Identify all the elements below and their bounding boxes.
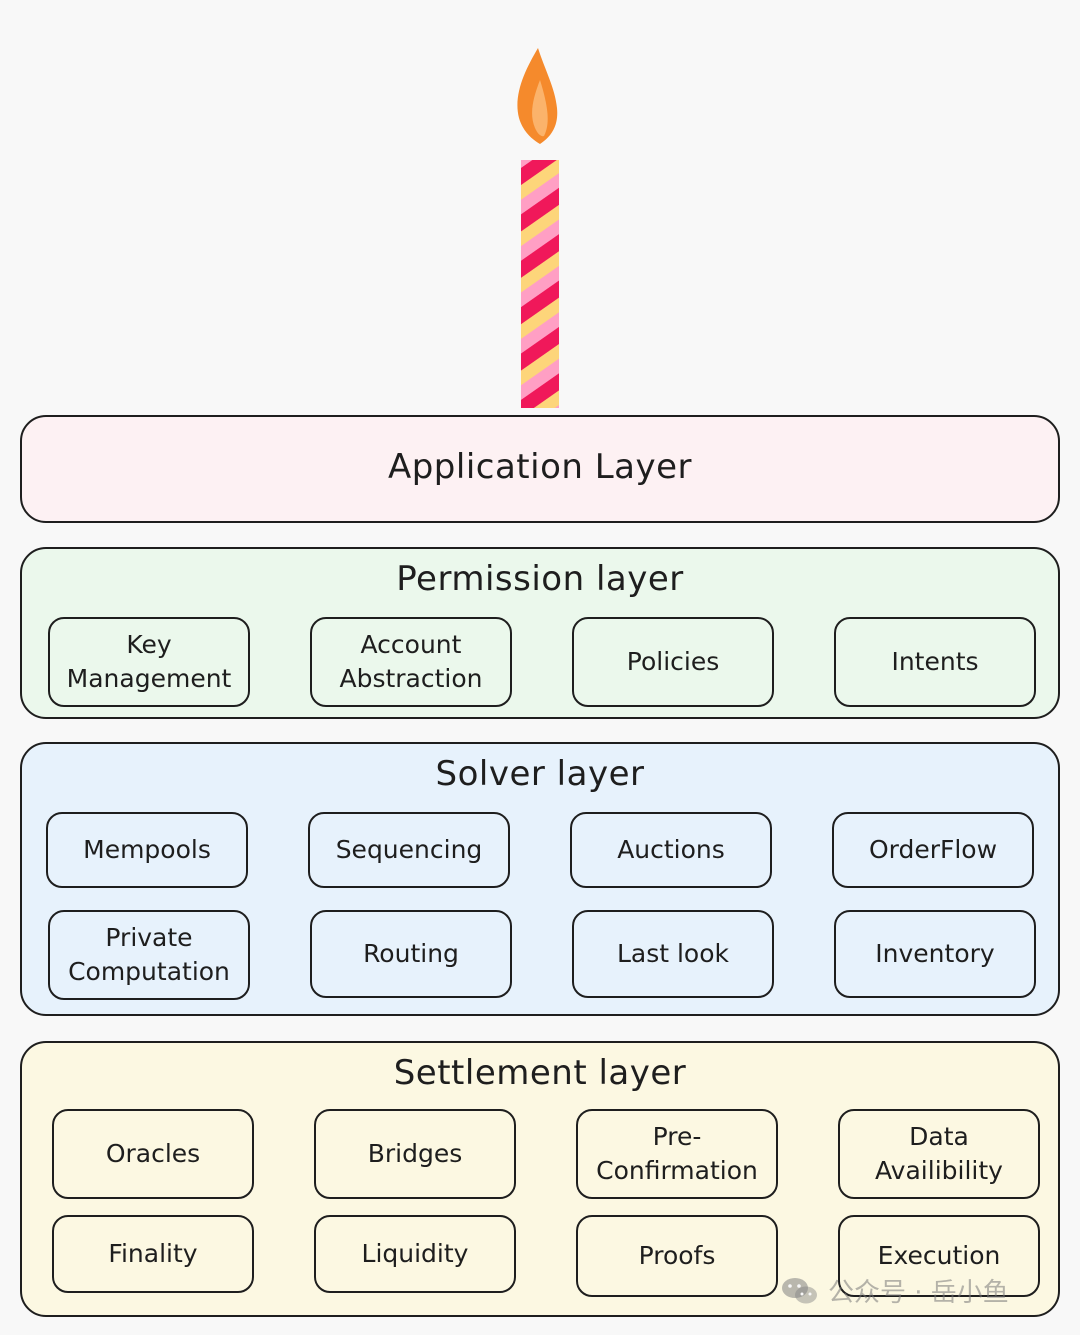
- bridges-box: Bridges: [314, 1109, 516, 1199]
- auctions-box: Auctions: [570, 812, 772, 888]
- permission-layer: Permission layer Key Management Account …: [20, 547, 1060, 719]
- application-layer-title: Application Layer: [387, 447, 693, 487]
- inventory-box: Inventory: [834, 910, 1036, 998]
- proofs-box: Proofs: [576, 1215, 778, 1297]
- execution-box: Execution: [838, 1215, 1040, 1297]
- liquidity-box: Liquidity: [314, 1215, 516, 1293]
- mempools-box: Mempools: [46, 812, 248, 888]
- data-availability-box: Data Availibility: [838, 1109, 1040, 1199]
- last-look-box: Last look: [572, 910, 774, 998]
- settlement-layer: Settlement layer Oracles Bridges Pre- Co…: [20, 1041, 1060, 1317]
- birthday-candle-icon: [517, 48, 559, 408]
- watermark-text: 公众号 · 岳小鱼: [828, 1278, 1009, 1308]
- application-layer: Application Layer: [20, 415, 1060, 523]
- solver-layer: Solver layer Mempools Sequencing Auction…: [20, 742, 1060, 1016]
- wechat-icon: [782, 1277, 817, 1303]
- private-computation-box: Private Computation: [48, 910, 250, 1000]
- permission-layer-title: Permission layer: [396, 559, 684, 599]
- intents-box: Intents: [834, 617, 1036, 707]
- watermark: 公众号 · 岳小鱼: [780, 1272, 1009, 1309]
- policies-box: Policies: [572, 617, 774, 707]
- oracles-box: Oracles: [52, 1109, 254, 1199]
- sequencing-box: Sequencing: [308, 812, 510, 888]
- account-abstraction-box: Account Abstraction: [310, 617, 512, 707]
- settlement-layer-title: Settlement layer: [393, 1053, 687, 1093]
- pre-confirmation-box: Pre- Confirmation: [576, 1109, 778, 1199]
- orderflow-box: OrderFlow: [832, 812, 1034, 888]
- key-management-box: Key Management: [48, 617, 250, 707]
- solver-layer-title: Solver layer: [435, 754, 645, 794]
- routing-box: Routing: [310, 910, 512, 998]
- finality-box: Finality: [52, 1215, 254, 1293]
